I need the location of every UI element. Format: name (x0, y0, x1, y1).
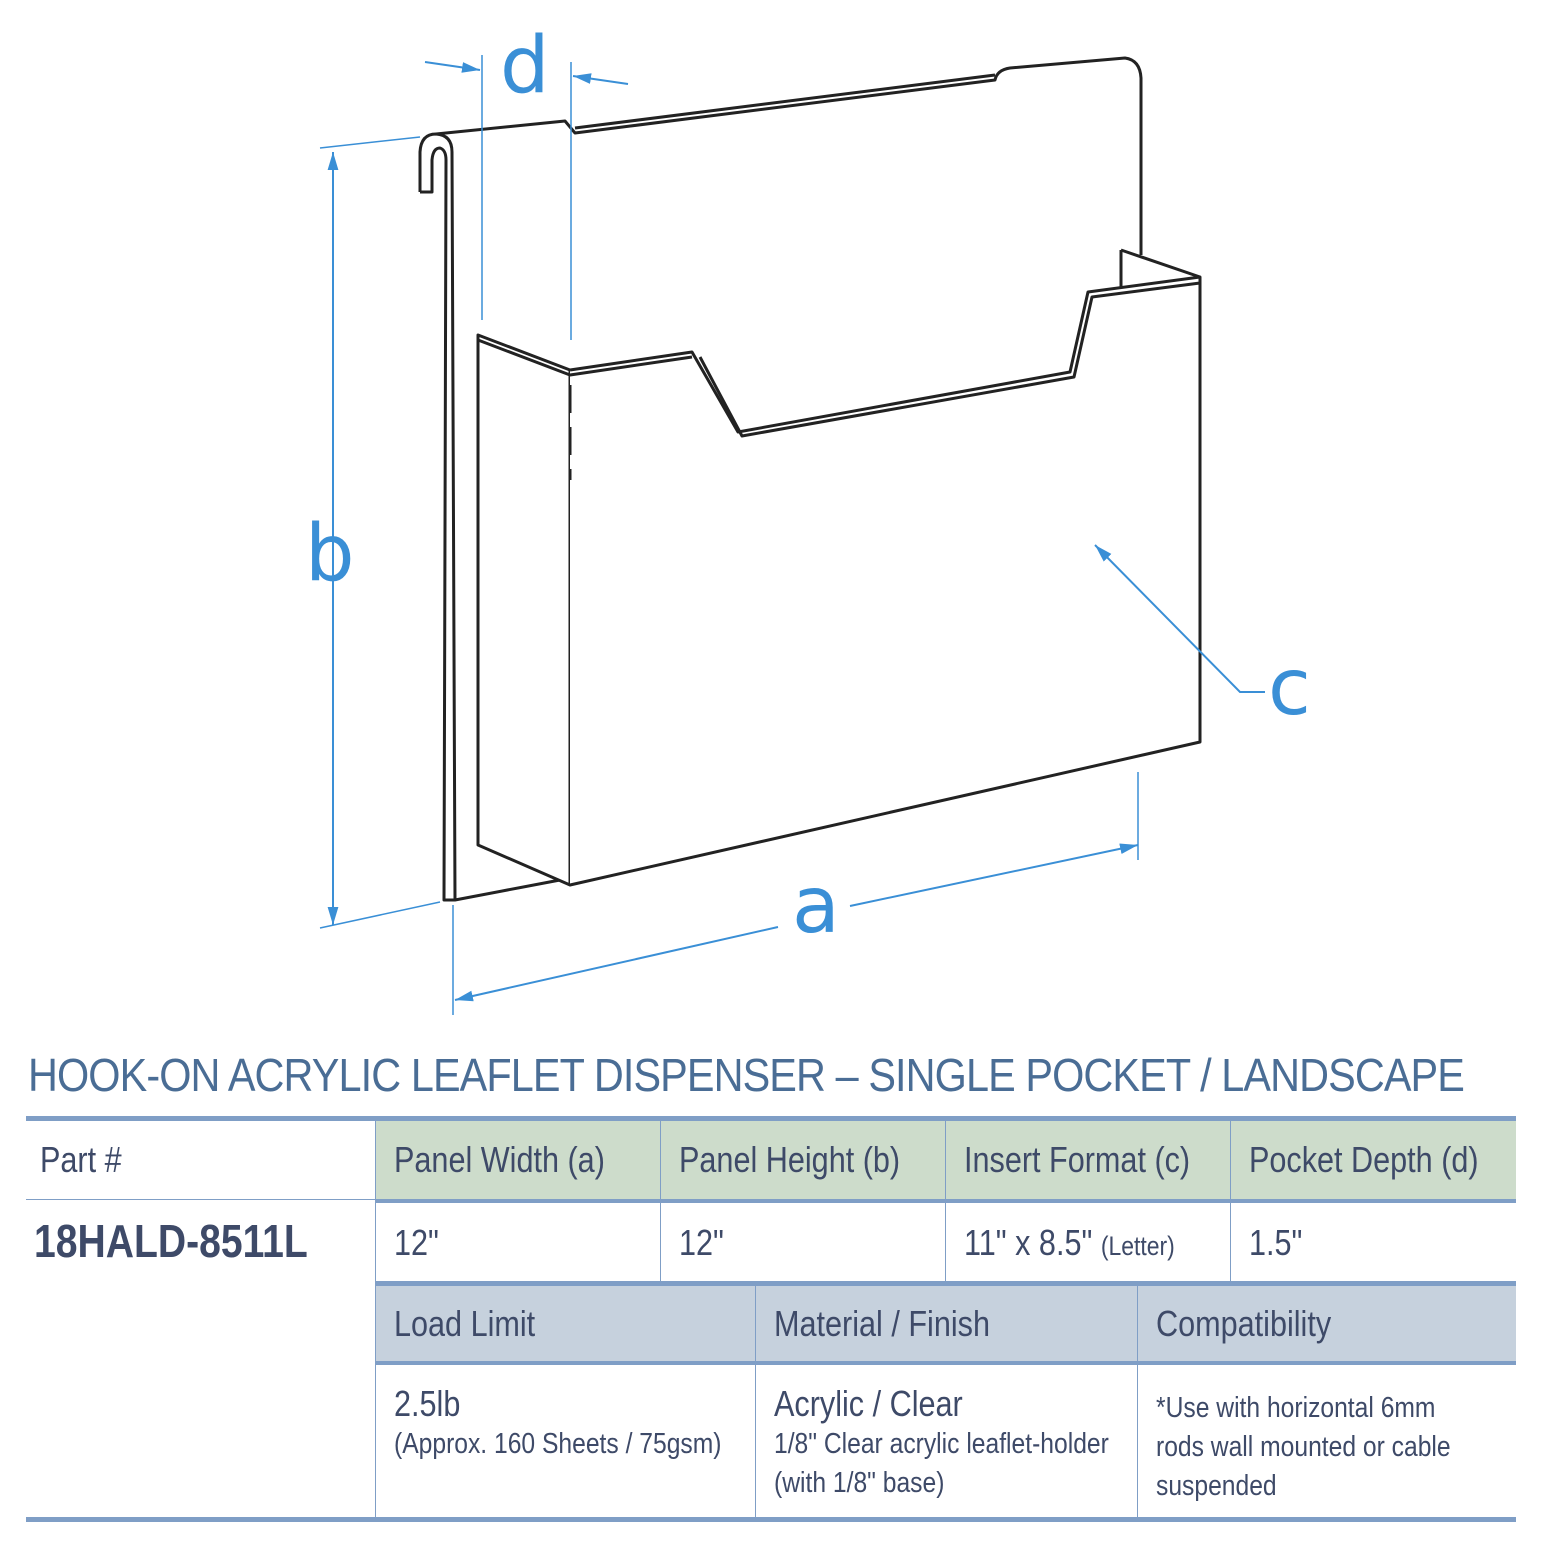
value-pocket-depth: 1.5" (1230, 1203, 1516, 1282)
dimension-label-c: c (1268, 643, 1311, 733)
part-number: 18HALD-8511L (34, 1215, 308, 1267)
part-header: Part # (40, 1139, 122, 1180)
header-load-limit: Load Limit (375, 1286, 755, 1361)
table-bottom-rule (26, 1517, 1516, 1522)
divider (375, 1199, 1516, 1203)
value-insert-format: 11" x 8.5" (Letter) (945, 1203, 1230, 1282)
value-material-finish: Acrylic / Clear 1/8" Clear acrylic leafl… (755, 1365, 1137, 1517)
dispenser-outline (418, 56, 1202, 902)
header-compatibility: Compatibility (1137, 1286, 1516, 1361)
value-panel-width: 12" (375, 1203, 660, 1282)
header-pocket-depth: Pocket Depth (d) (1230, 1121, 1516, 1199)
value-panel-height: 12" (660, 1203, 945, 1282)
dimension-label-d: d (500, 21, 550, 111)
dimension-lines (319, 55, 1265, 1015)
divider (375, 1361, 1516, 1365)
pocket-side (476, 333, 572, 887)
divider (26, 1199, 375, 1200)
value-load-limit: 2.5lb (Approx. 160 Sheets / 75gsm) (375, 1365, 755, 1517)
value-compatibility: *Use with horizontal 6mm rods wall mount… (1137, 1365, 1516, 1517)
table-top-rule (26, 1116, 1516, 1121)
header-panel-width: Panel Width (a) (375, 1121, 660, 1199)
dimension-label-a: a (792, 861, 840, 951)
dimension-label-b: b (305, 509, 355, 599)
header-insert-format: Insert Format (c) (945, 1121, 1230, 1199)
divider (375, 1281, 1516, 1286)
header-panel-height: Panel Height (b) (660, 1121, 945, 1199)
product-title: HOOK-ON ACRYLIC LEAFLET DISPENSER – SING… (28, 1049, 1465, 1101)
pocket-front (569, 275, 1202, 887)
product-dimension-drawing: b a d c (305, 21, 1311, 1015)
header-material-finish: Material / Finish (755, 1286, 1137, 1361)
